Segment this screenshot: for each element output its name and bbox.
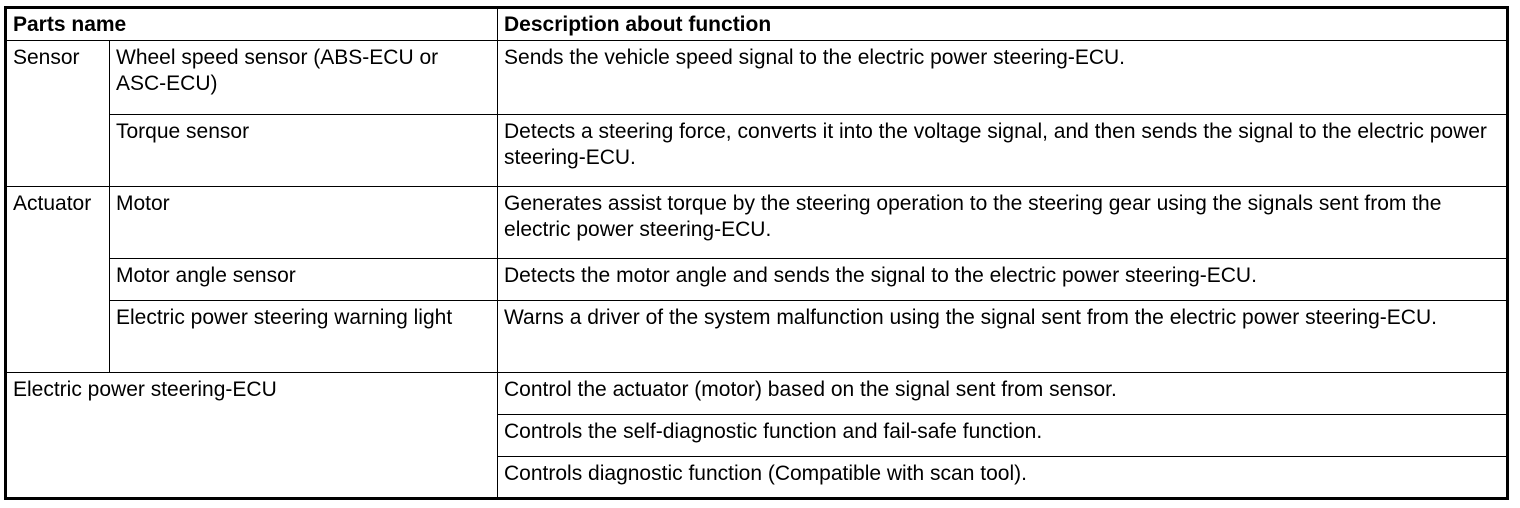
table-row: Controls the self-diagnostic function an…	[6, 414, 1509, 457]
table-row: Actuator Motor Generates assist torque b…	[5, 186, 1509, 373]
group-sensor: Sensor	[5, 40, 110, 187]
part-name-cell: Electric power steering warning light	[108, 300, 499, 373]
table-row: Sensor Wheel speed sensor (ABS-ECU or AS…	[5, 40, 1509, 187]
group-actuator: Actuator	[5, 186, 110, 373]
part-name-cell: Wheel speed sensor (ABS-ECU or ASC-ECU)	[108, 40, 499, 115]
table-header-row: Parts name Description about function	[4, 7, 1509, 41]
header-parts-name: Parts name	[4, 7, 499, 41]
description-cell: Warns a driver of the system malfunction…	[497, 300, 1509, 373]
part-name-cell: Motor angle sensor	[108, 258, 499, 301]
header-description: Description about function	[497, 7, 1509, 41]
description-cell: Controls diagnostic function (Compatible…	[497, 456, 1509, 499]
description-cell: Control the actuator (motor) based on th…	[497, 372, 1509, 415]
table-row: Torque sensor Detects a steering force, …	[6, 114, 1509, 187]
description-cell: Generates assist torque by the steering …	[497, 186, 1509, 259]
description-cell: Detects a steering force, converts it in…	[497, 114, 1509, 187]
table-row: Electric power steering warning light Wa…	[6, 300, 1509, 373]
group-ecu: Electric power steering-ECU	[4, 372, 499, 499]
table-row: Electric power steering-ECU Control the …	[4, 372, 1509, 499]
table-row: Motor angle sensor Detects the motor ang…	[6, 258, 1509, 301]
description-cell: Sends the vehicle speed signal to the el…	[497, 40, 1509, 115]
part-name-cell: Motor	[108, 186, 499, 259]
description-cell: Controls the self-diagnostic function an…	[497, 414, 1509, 457]
part-name-cell: Torque sensor	[108, 114, 499, 187]
table-row: Controls diagnostic function (Compatible…	[6, 456, 1509, 499]
description-cell: Detects the motor angle and sends the si…	[497, 258, 1509, 301]
parts-function-table: Parts name Description about function Se…	[4, 6, 1510, 500]
